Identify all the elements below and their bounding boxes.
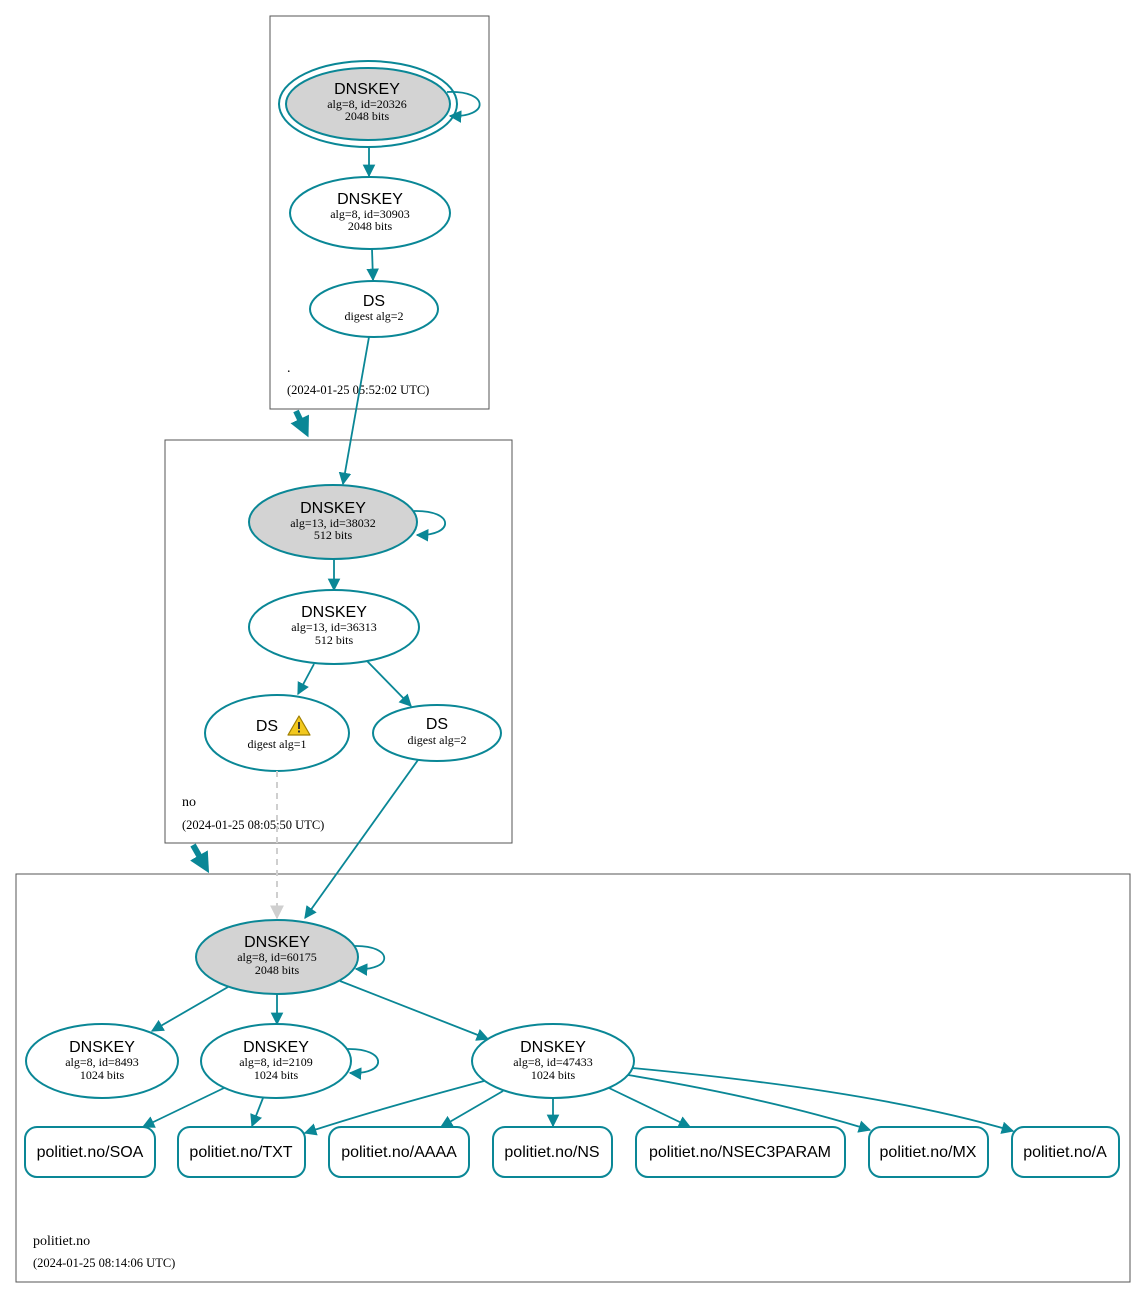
node-alg: alg=8, id=8493 — [65, 1055, 139, 1069]
dnskey-node-36313[interactable]: DNSKEY alg=13, id=36313 512 bits — [248, 589, 420, 665]
node-type: DS — [426, 716, 448, 733]
node-type: DS — [256, 718, 278, 735]
zone-root: . (2024-01-25 05:52:02 UTC) DNSKEY alg=8… — [269, 15, 490, 410]
sign-edge — [339, 980, 490, 1041]
rrset-soa[interactable]: politiet.no/SOA — [24, 1126, 156, 1178]
rrset-txt[interactable]: politiet.no/TXT — [177, 1126, 306, 1178]
sign-edge — [627, 1074, 872, 1133]
ds-node-alg1[interactable]: DS digest alg=1 — [204, 694, 350, 772]
sign-edge — [366, 660, 412, 707]
node-digest: digest alg=2 — [407, 733, 466, 747]
node-type: DNSKEY — [69, 1039, 135, 1056]
rrset-label: politiet.no/AAAA — [341, 1144, 457, 1161]
sign-edge — [366, 248, 379, 282]
dnskey-node-38032[interactable]: DNSKEY alg=13, id=38032 512 bits — [248, 484, 418, 560]
sign-edge — [150, 986, 229, 1032]
delegation-arrow — [290, 409, 309, 438]
sign-edge — [631, 1067, 1015, 1134]
node-type: DNSKEY — [300, 500, 366, 517]
node-alg: alg=13, id=38032 — [290, 516, 376, 530]
rrset-a[interactable]: politiet.no/A — [1011, 1126, 1120, 1178]
node-type: DNSKEY — [337, 191, 403, 208]
warning-icon — [287, 715, 311, 736]
delegation-arrow — [190, 843, 210, 874]
sign-edge — [141, 1087, 225, 1128]
node-type: DNSKEY — [243, 1039, 309, 1056]
node-bits: 2048 bits — [348, 219, 393, 233]
node-bits: 512 bits — [314, 528, 353, 542]
self-sign-edge — [353, 945, 385, 976]
sign-edge — [303, 1080, 485, 1136]
dnskey-node-60175[interactable]: DNSKEY alg=8, id=60175 2048 bits — [195, 919, 359, 995]
node-type: DS — [363, 293, 385, 310]
node-bits: 2048 bits — [345, 109, 390, 123]
node-digest: digest alg=2 — [344, 309, 403, 323]
zone-timestamp: (2024-01-25 08:05:50 UTC) — [182, 818, 324, 832]
rrset-label: politiet.no/MX — [880, 1144, 977, 1161]
node-bits: 1024 bits — [531, 1068, 576, 1082]
node-alg: alg=13, id=36313 — [291, 620, 377, 634]
zone-timestamp: (2024-01-25 05:52:02 UTC) — [287, 383, 429, 397]
zone-no: no (2024-01-25 08:05:50 UTC) DNSKEY alg=… — [164, 439, 513, 844]
rrset-label: politiet.no/TXT — [189, 1144, 292, 1161]
sign-edge — [250, 1097, 264, 1128]
zone-name: no — [182, 795, 196, 810]
node-type: DNSKEY — [520, 1039, 586, 1056]
rrset-mx[interactable]: politiet.no/MX — [868, 1126, 989, 1178]
ds-node-root[interactable]: DS digest alg=2 — [309, 280, 439, 338]
rrset-label: politiet.no/NS — [504, 1144, 599, 1161]
ds-to-key-edge — [304, 759, 419, 920]
node-type: DNSKEY — [244, 934, 310, 951]
self-sign-edge — [413, 510, 446, 542]
rrset-nsec3param[interactable]: politiet.no/NSEC3PARAM — [635, 1126, 846, 1178]
node-bits: 1024 bits — [80, 1068, 125, 1082]
sign-edge — [297, 663, 315, 696]
ds-node-alg2[interactable]: DS digest alg=2 — [372, 704, 502, 762]
dnskey-node-8493[interactable]: DNSKEY alg=8, id=8493 1024 bits — [25, 1023, 179, 1099]
node-digest: digest alg=1 — [247, 737, 306, 751]
self-sign-edge — [346, 1048, 379, 1080]
node-bits: 512 bits — [315, 633, 354, 647]
zone-timestamp: (2024-01-25 08:14:06 UTC) — [33, 1256, 175, 1270]
dnskey-node-30903[interactable]: DNSKEY alg=8, id=30903 2048 bits — [289, 176, 451, 250]
node-alg: alg=8, id=47433 — [513, 1055, 593, 1069]
dnskey-node-2109[interactable]: DNSKEY alg=8, id=2109 1024 bits — [200, 1023, 352, 1099]
zone-name: . — [287, 361, 291, 376]
ds-to-key-edge — [338, 336, 370, 486]
zone-name: politiet.no — [33, 1234, 90, 1249]
rrset-ns[interactable]: politiet.no/NS — [492, 1126, 613, 1178]
self-sign-edge — [446, 91, 481, 123]
node-type: DNSKEY — [334, 81, 400, 98]
node-type: DNSKEY — [301, 604, 367, 621]
node-alg: alg=8, id=30903 — [330, 207, 410, 221]
rrset-label: politiet.no/SOA — [37, 1144, 144, 1161]
node-alg: alg=8, id=20326 — [327, 97, 407, 111]
node-alg: alg=8, id=2109 — [239, 1055, 313, 1069]
rrset-label: politiet.no/A — [1023, 1144, 1107, 1161]
dnskey-node-20326[interactable]: DNSKEY alg=8, id=20326 2048 bits — [278, 60, 458, 148]
sign-edge — [439, 1090, 504, 1128]
sign-edge — [608, 1087, 692, 1128]
node-bits: 2048 bits — [255, 963, 300, 977]
node-bits: 1024 bits — [254, 1068, 299, 1082]
zone-politiet: politiet.no (2024-01-25 08:14:06 UTC) DN… — [15, 873, 1131, 1283]
node-alg: alg=8, id=60175 — [237, 950, 317, 964]
dnskey-node-47433[interactable]: DNSKEY alg=8, id=47433 1024 bits — [471, 1023, 635, 1099]
rrset-aaaa[interactable]: politiet.no/AAAA — [328, 1126, 470, 1178]
rrset-label: politiet.no/NSEC3PARAM — [649, 1144, 831, 1161]
